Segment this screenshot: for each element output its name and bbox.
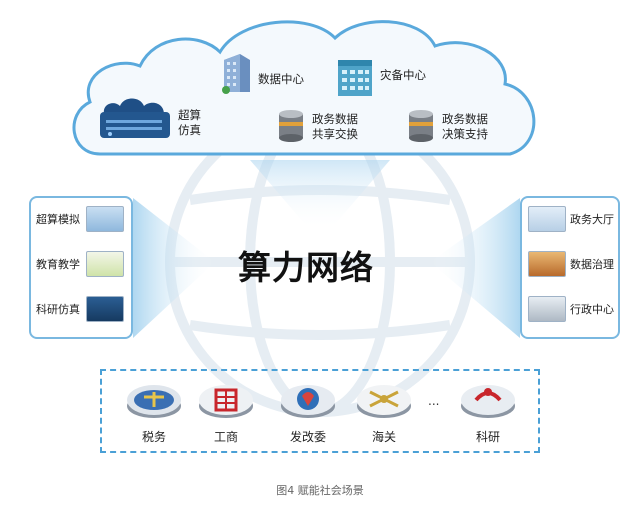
right-item-label: 政务大厅 bbox=[570, 211, 614, 227]
photo-thumbnail bbox=[528, 251, 566, 277]
right-item-admin-center: 行政中心 bbox=[528, 296, 614, 322]
disc-label: 工商 bbox=[196, 428, 256, 445]
disc-customs: 海关 bbox=[354, 380, 414, 445]
photo-thumbnail bbox=[86, 296, 124, 322]
disc-commerce: 工商 bbox=[196, 380, 256, 445]
left-item-label: 超算模拟 bbox=[36, 211, 80, 227]
right-item-label: 数据治理 bbox=[570, 256, 614, 272]
disc-label: 税务 bbox=[124, 428, 184, 445]
ellipsis: ... bbox=[428, 394, 439, 408]
left-item-education: 教育教学 bbox=[36, 251, 124, 277]
right-item-label: 行政中心 bbox=[570, 301, 614, 317]
research-emblem-icon bbox=[458, 380, 518, 420]
disc-label: 海关 bbox=[354, 428, 414, 445]
development-reform-emblem-icon bbox=[278, 380, 338, 420]
disc-research: 科研 bbox=[458, 380, 518, 445]
disc-development-reform: 发改委 bbox=[278, 380, 338, 445]
photo-thumbnail bbox=[528, 296, 566, 322]
left-item-label: 教育教学 bbox=[36, 256, 80, 272]
disc-label: 科研 bbox=[458, 428, 518, 445]
disc-tax: 税务 bbox=[124, 380, 184, 445]
customs-emblem-icon bbox=[354, 380, 414, 420]
left-item-label: 科研仿真 bbox=[36, 301, 80, 317]
left-item-supercomputing-simulation: 超算模拟 bbox=[36, 206, 124, 232]
right-item-service-hall: 政务大厅 bbox=[528, 206, 614, 232]
left-item-research-simulation: 科研仿真 bbox=[36, 296, 124, 322]
photo-thumbnail bbox=[86, 251, 124, 277]
disc-label: 发改委 bbox=[278, 428, 338, 445]
photo-thumbnail bbox=[86, 206, 124, 232]
center-title: 算力网络 bbox=[238, 241, 374, 289]
photo-thumbnail bbox=[528, 206, 566, 232]
figure-caption: 图4 赋能社会场景 bbox=[0, 482, 640, 498]
tax-emblem-icon bbox=[124, 380, 184, 420]
right-item-data-governance: 数据治理 bbox=[528, 251, 614, 277]
commerce-emblem-icon bbox=[196, 380, 256, 420]
